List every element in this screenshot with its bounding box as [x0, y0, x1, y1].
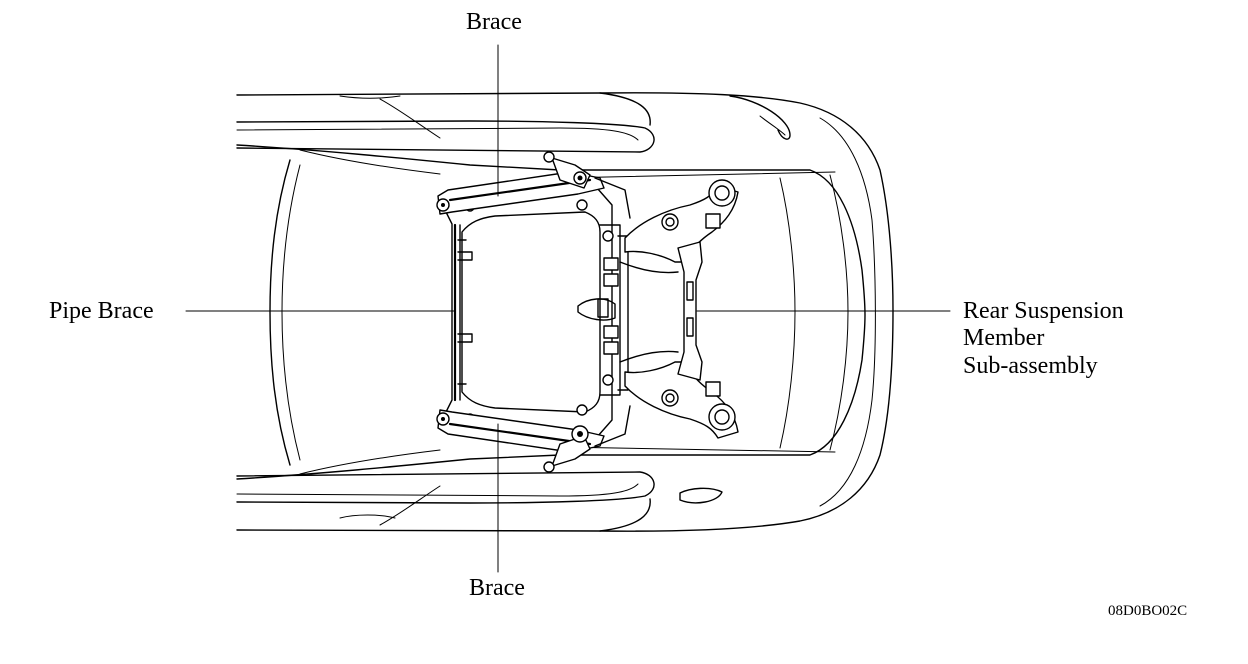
rear-suspension-arms [619, 179, 739, 439]
label-rear-suspension-line1: Rear Suspension [963, 298, 1124, 324]
bottom-brace [436, 405, 631, 473]
label-pipe-brace: Pipe Brace [49, 298, 154, 324]
top-fender [236, 92, 791, 175]
suspension-member-frame [439, 179, 629, 446]
top-brace [436, 151, 631, 219]
label-rear-suspension-line3: Sub-assembly [963, 353, 1098, 379]
label-brace-bottom: Brace [469, 575, 525, 601]
bottom-fender [236, 449, 723, 532]
figure-code: 08D0BO02C [1108, 603, 1188, 619]
label-rear-suspension-line2: Member [963, 325, 1045, 351]
leader-lines [185, 44, 951, 573]
label-brace-top: Brace [466, 9, 522, 35]
